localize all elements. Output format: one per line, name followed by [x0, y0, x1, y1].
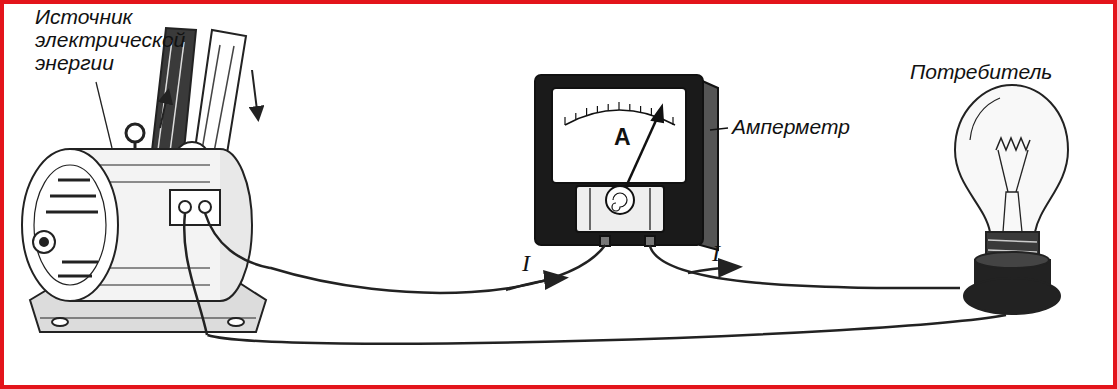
- source-label: Источник электрической энергии: [35, 5, 205, 74]
- current-label: I: [712, 240, 720, 267]
- wire: [270, 245, 605, 293]
- ammeter-node: AАмперметр: [535, 75, 720, 245]
- current-arrow: [688, 267, 738, 273]
- current-arrow: [506, 278, 564, 290]
- wire: [650, 245, 960, 288]
- consumer-label: Потребитель: [910, 60, 1052, 83]
- lamp-node: Потребитель: [960, 90, 1075, 315]
- wire: [208, 315, 1007, 344]
- ammeter-illustration: [535, 75, 728, 250]
- current-label: I: [522, 250, 530, 277]
- lamp-illustration: [955, 85, 1068, 314]
- generator-node: Источник электрической энергии: [20, 95, 270, 335]
- generator-illustration: [22, 28, 270, 335]
- dial-letter: A: [614, 126, 631, 149]
- ammeter-label: Амперметр: [732, 115, 850, 138]
